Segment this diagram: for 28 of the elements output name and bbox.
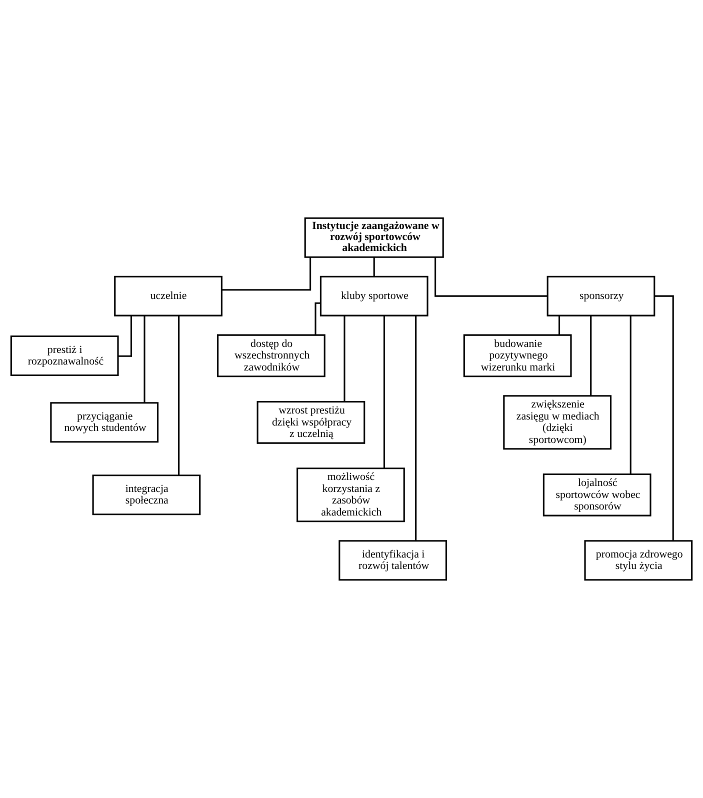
node-box: wzrost prestiżu dzięki współpracy z uczelnią	[256, 400, 366, 444]
connector	[654, 295, 674, 541]
node-box: uczelnie	[114, 276, 222, 316]
node-box: zwiększenie zasięgu w mediach (dzięki sportowcom)	[503, 395, 612, 450]
node-box: sponsorzy	[546, 276, 656, 316]
node-box: budowanie pozytywnego wizerunku marki	[463, 334, 572, 378]
connector	[314, 302, 320, 335]
connector	[178, 316, 180, 476]
node-box: kluby sportowe	[320, 276, 428, 316]
connector	[383, 316, 386, 468]
node-box: dostęp do wszechstronnych zawodników	[217, 334, 326, 378]
node-box: identyfikacja i rozwój talentów	[338, 540, 447, 581]
connector	[222, 257, 312, 291]
connector	[558, 316, 560, 335]
connector	[373, 257, 375, 276]
connector	[144, 316, 146, 403]
connector	[434, 257, 548, 297]
node-box: promocja zdrowego stylu życia	[584, 540, 693, 581]
node-box: integracja społeczna	[92, 474, 201, 516]
node-box: możliwość korzystania z zasobów akademickich	[296, 468, 405, 522]
connector	[415, 316, 417, 541]
node-box: Instytucje zaangażowane w rozwój sportowców akademickich	[304, 217, 444, 258]
connector	[630, 316, 632, 474]
node-box: lojalność sportowców wobec sponsorów	[542, 473, 652, 516]
connector	[344, 316, 346, 402]
connector	[590, 316, 592, 396]
node-box: prestiż i rozpoznawalność	[10, 335, 119, 376]
node-box: przyciąganie nowych studentów	[50, 402, 159, 443]
